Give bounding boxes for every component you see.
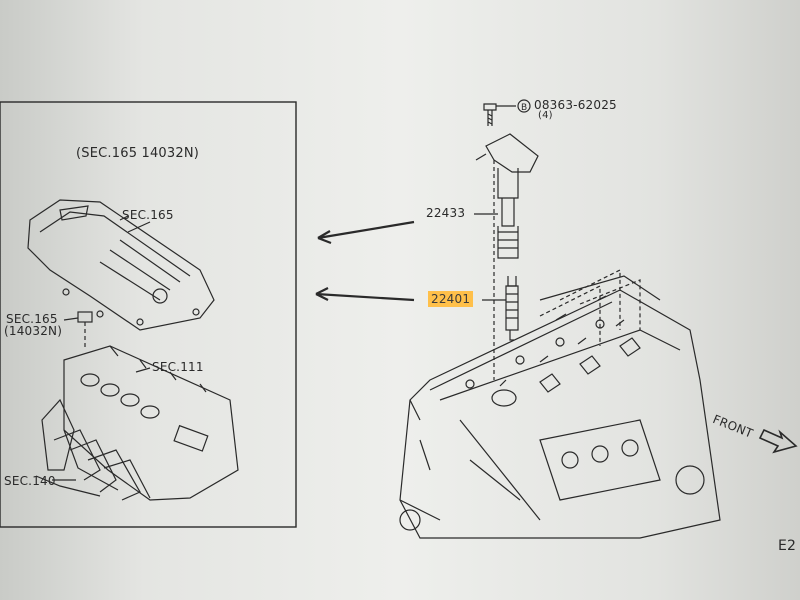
grommet-drawing [77, 311, 93, 323]
arrow-to-cover [317, 220, 415, 240]
label-sec140: SEC.140 [4, 474, 56, 488]
label-bolt-part[interactable]: 08363-62025 [534, 98, 617, 112]
inset-title: (SEC.165 14032N) [76, 146, 200, 161]
label-sec165-cover: SEC.165 [122, 208, 174, 222]
cylinder-head-drawing [63, 345, 239, 501]
engine-drawing [399, 269, 721, 539]
label-coil-part[interactable]: 22433 [426, 206, 466, 220]
bolt-symbol: B [521, 103, 527, 113]
label-plug-part[interactable]: 22401 [428, 291, 474, 307]
intake-manifold-drawing [35, 398, 151, 501]
label-sec165-grommet: SEC.165 [6, 312, 58, 326]
label-sec111: SEC.111 [152, 360, 204, 374]
rocker-cover-drawing [27, 199, 215, 331]
front-arrow [758, 428, 798, 454]
arrow-to-head [315, 292, 415, 302]
label-sec165-grommet-sub: (14032N) [4, 324, 63, 338]
inset-frame [0, 101, 297, 528]
ignition-coil-drawing [475, 133, 539, 259]
label-corner-code: E2 [778, 538, 797, 554]
bolt-drawing [483, 103, 497, 126]
label-bolt-qty: (4) [538, 110, 553, 121]
spark-plug-drawing [505, 276, 519, 341]
